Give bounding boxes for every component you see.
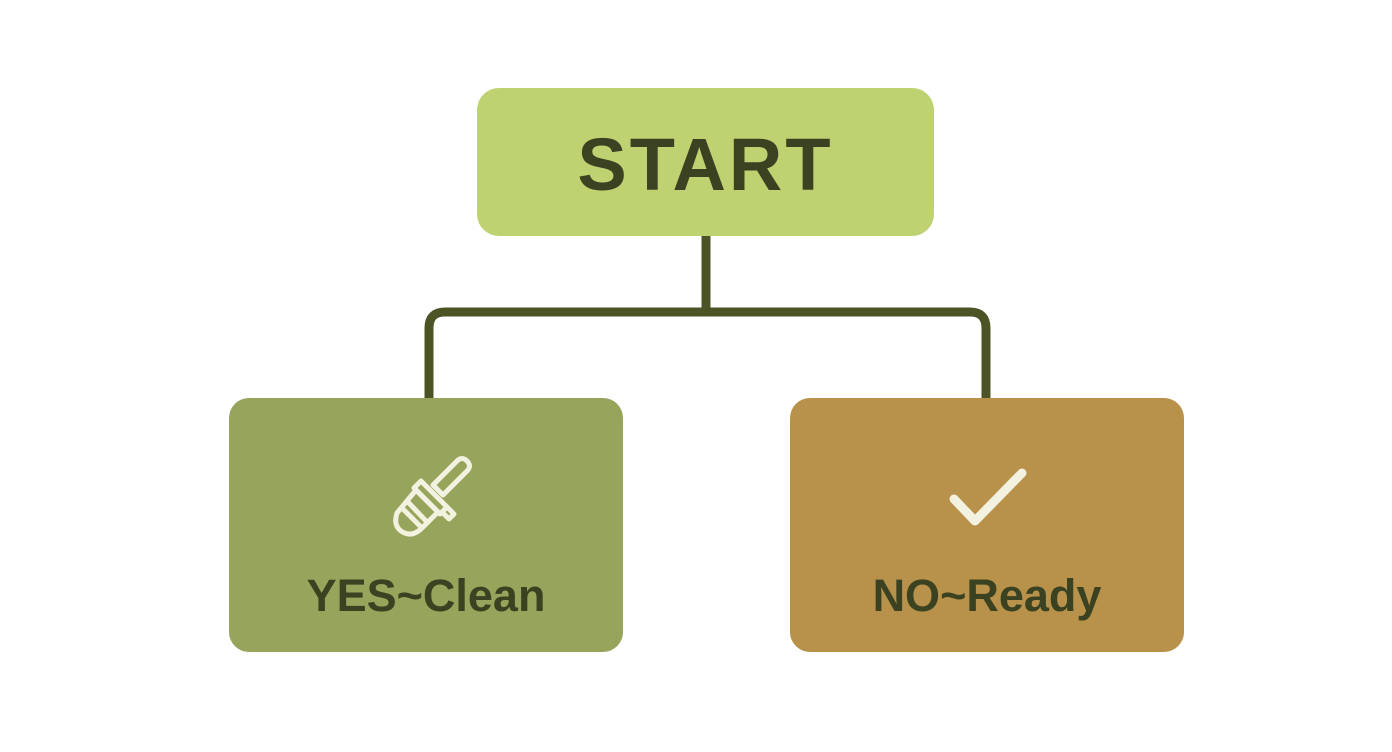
yes-clean-label: YES~Clean <box>306 569 546 621</box>
no-ready-label: NO~Ready <box>872 569 1102 621</box>
start-node[interactable]: START <box>477 88 934 236</box>
connector-branch <box>424 307 991 398</box>
brush-icon <box>371 441 481 551</box>
yes-clean-node[interactable]: YES~Clean <box>229 398 623 652</box>
no-ready-node[interactable]: NO~Ready <box>790 398 1184 652</box>
checkmark-icon <box>932 441 1042 551</box>
start-label: START <box>577 123 834 206</box>
